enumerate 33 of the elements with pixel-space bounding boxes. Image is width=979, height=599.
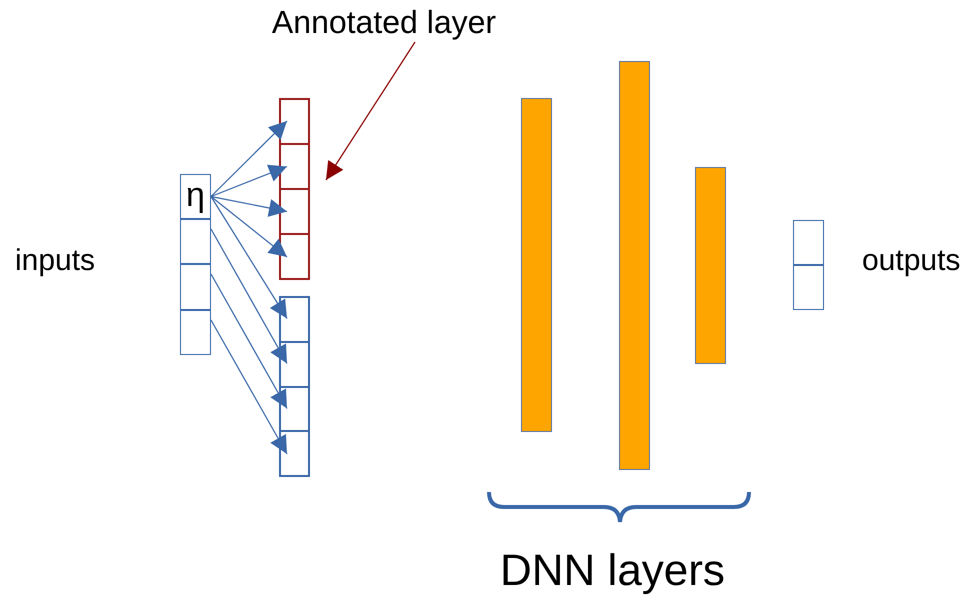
annotation-text: Annotated layer	[270, 4, 498, 41]
input-cell	[180, 174, 211, 219]
cell-symbol: η	[186, 175, 205, 215]
arrow	[210, 274, 288, 409]
layer-bar	[521, 98, 552, 432]
cell-box	[280, 234, 309, 279]
arrow	[210, 164, 288, 198]
arrow	[210, 196, 288, 319]
arrow	[326, 42, 416, 180]
cell-box	[280, 297, 309, 342]
cell-box	[180, 264, 211, 310]
axis-label: inputs	[15, 244, 96, 278]
cell-box	[280, 386, 309, 432]
cell-box	[280, 431, 309, 476]
layer-bar	[619, 61, 650, 470]
cell-box	[180, 310, 211, 355]
cell-box	[793, 220, 824, 265]
cell-box	[280, 189, 309, 234]
arrow	[210, 196, 288, 258]
axis-label: outputs	[862, 244, 960, 278]
cell-box	[280, 144, 309, 189]
arrow	[210, 196, 288, 217]
cell-box	[793, 265, 824, 310]
layer-column	[279, 296, 310, 477]
cell-box	[180, 219, 211, 264]
layer-column	[279, 98, 310, 280]
caption-text: DNN layers	[500, 546, 725, 596]
arrow	[210, 320, 288, 454]
cell-box	[280, 342, 309, 386]
arrow	[210, 228, 288, 364]
layer-bar	[695, 167, 726, 364]
cell-box	[280, 99, 309, 144]
arrow	[210, 120, 288, 197]
